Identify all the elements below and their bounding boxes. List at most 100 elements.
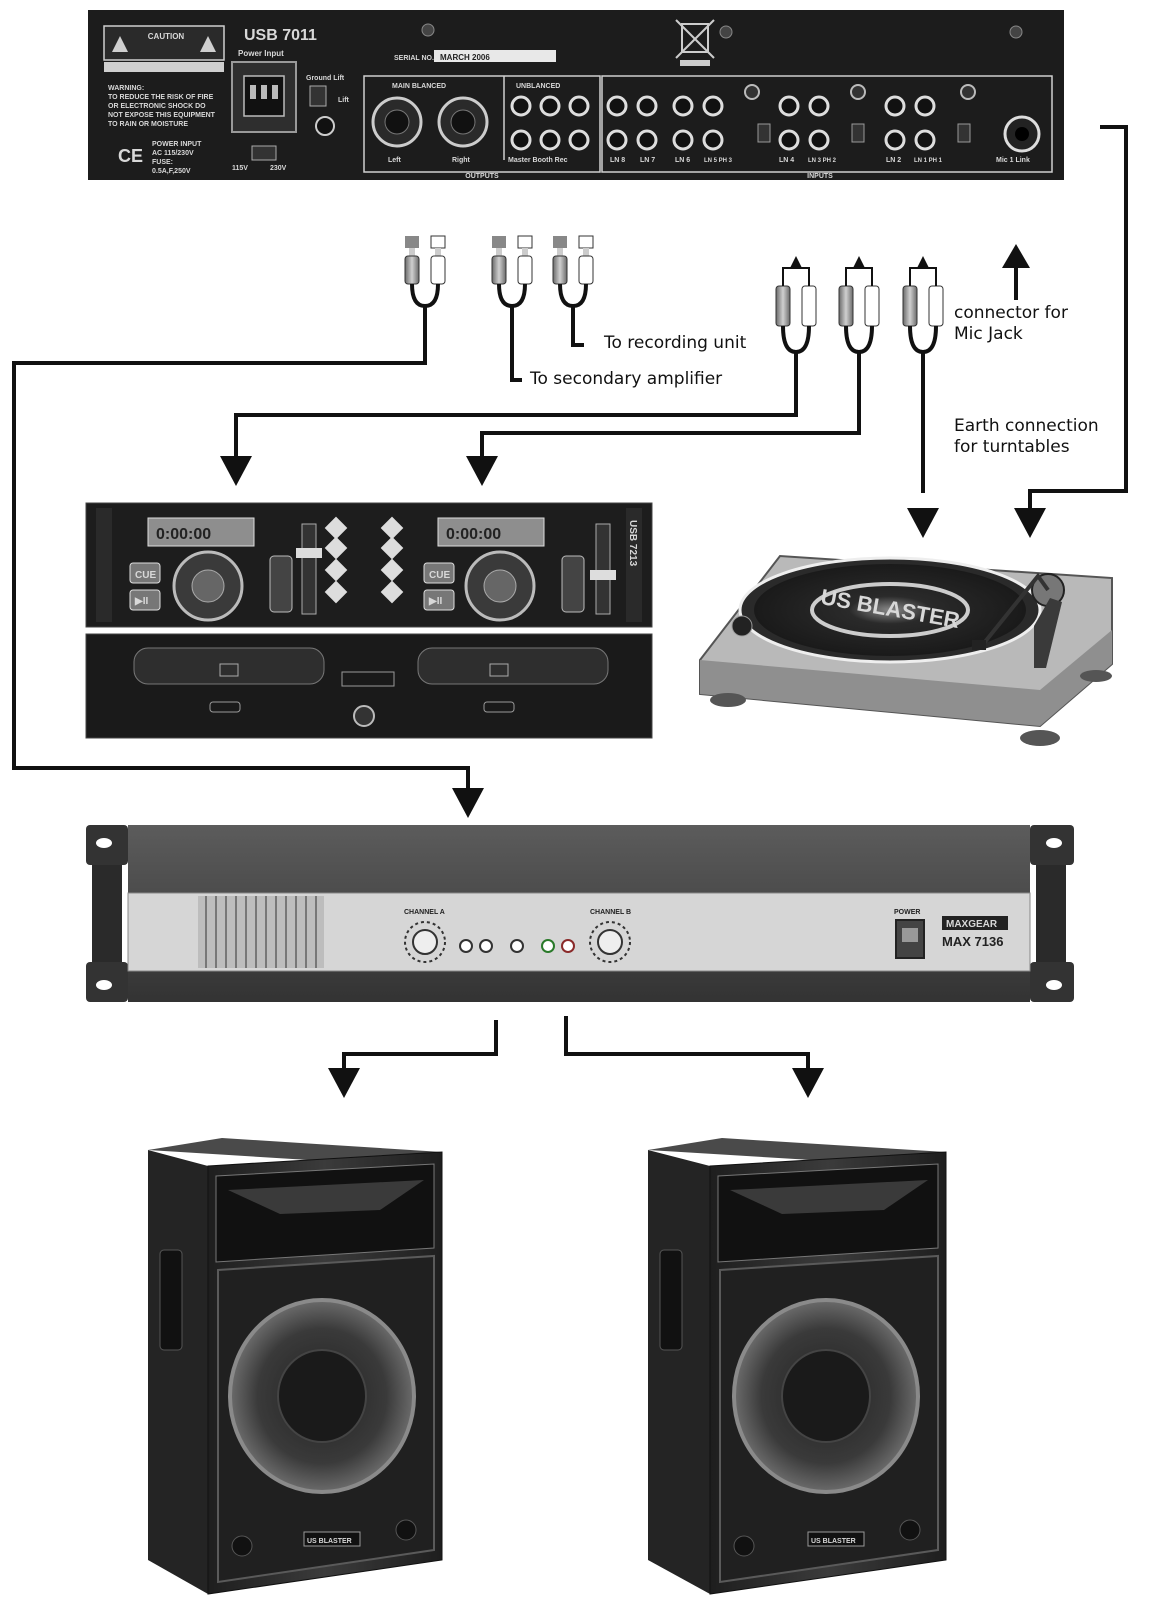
left-label: Left [388,157,402,164]
voltage-230: 230V [270,165,287,172]
input-label-ln7: LN 7 [640,157,655,164]
line-to-recording-unit [571,306,584,347]
speaker-right: US BLASTER [648,1138,947,1595]
inputs-frame [601,75,1053,173]
mic-jack-arrow-head [1002,244,1030,268]
cue-button-left [129,562,161,584]
phono-ground-screw [960,84,976,100]
rack-ear-left [96,508,112,622]
power-label: POWER [894,909,920,916]
input-label-ln6: LN 6 [675,157,690,164]
pitch-fader-left [301,523,317,615]
line-earth [1028,125,1128,510]
rca-cable-to-recording-unit [552,235,594,309]
line-amp-to-left-speaker [342,1020,498,1070]
label-mic-jack-line-2: Mic Jack [954,324,1023,344]
rca-cable-to-secondary-amplifier [491,235,533,309]
arrowhead-left-speaker [328,1068,360,1098]
bass-port [733,1535,755,1557]
clip-led-b [561,939,575,953]
warning-line-4: NOT EXPOSE THIS EQUIPMENT [108,112,216,119]
arrowhead-cd-b [466,456,498,486]
xlr-right-core [450,109,476,135]
gain-scale-a [404,921,446,963]
voltage-115: 115V [232,165,248,172]
woofer-cone [781,1349,871,1443]
speaker-handle [159,1249,183,1351]
channel-a-label: CHANNEL A [404,909,445,916]
gain-knob-a [412,929,438,955]
label-to-secondary-amplifier: To secondary amplifier [530,369,723,389]
warning-line-1: WARNING: [108,85,144,92]
power-amplifier: CHANNEL A CHANNEL B POWER MAXGEAR MAX 71… [86,825,1074,1002]
arrowheads [220,456,1046,1098]
hotcue-buttons-left [324,516,348,604]
amp-model: MAX 7136 [942,934,1003,949]
amp-handle-right [1036,838,1066,990]
screw [719,25,733,39]
headphone-jack [353,705,375,727]
bass-port [899,1519,921,1541]
label-earth-line-2: for turntables [954,437,1070,457]
speaker-left-brand: US BLASTER [307,1538,352,1545]
label-earth-line-1: Earth connection [954,416,1099,436]
bass-port [395,1519,417,1541]
warning-line-5: TO RAIN OR MOISTURE [108,121,188,128]
master-booth-rec-label: Master Booth Rec [508,157,568,164]
play-button-right [423,589,455,611]
cue-label-left: CUE [135,570,156,581]
bass-port [231,1535,253,1557]
jog-wheel-right-hub [483,569,517,603]
clip-led-a [459,939,473,953]
platter [754,564,1026,656]
screw [421,23,435,37]
pitch-fader-right [595,523,611,615]
cd-logo-icon [489,663,509,677]
outputs-frame [363,75,601,173]
cue-button-right [423,562,455,584]
rack-hole [96,980,112,990]
mic-link-core [1015,127,1029,141]
input-label-ln1: LN 1 PH 1 [914,158,943,164]
rack-hole [1046,838,1062,848]
rca-cable-from-turntable [902,256,944,355]
jog-wheel-left-hub [191,569,225,603]
screw [1009,25,1023,39]
arrowhead-right-speaker [792,1068,824,1098]
eject-button-left [209,701,241,713]
outputs-label: OUTPUTS [465,173,499,180]
warning-triangle-icon [112,36,128,52]
power-led [510,939,524,953]
lift-label: Lift [338,97,350,104]
right-label: Right [452,157,471,164]
unbalanced-label: UNBLANCED [516,83,560,90]
tonearm [978,572,1050,650]
brand-plate [942,916,1008,930]
mixer-rear-panel: CAUTION WARNING: TO REDUCE THE RISK OF F… [88,10,1064,180]
hotcue-buttons-right [380,516,404,604]
arrowhead-earth [1014,508,1046,538]
channel-b-label: CHANNEL B [590,909,631,916]
speaker-left: US BLASTER [148,1138,443,1595]
rack-ear-right [626,508,642,622]
line-phono-switch [757,123,771,143]
warning-triangle-icon [200,36,216,52]
serial-value: MARCH 2006 [440,53,490,62]
input-label-ln5: LN 5 PH 3 [704,158,733,164]
amp-handle-left [92,838,122,990]
power-spec-1: POWER INPUT [152,141,202,148]
caution-label [103,25,225,61]
caution-text: CAUTION [148,32,185,41]
woofer-cone [277,1349,367,1443]
line-cd-b [480,352,861,458]
connection-lines [12,125,1128,1070]
arrowhead-turntable-audio [907,508,939,538]
serial-plate [434,50,556,62]
dual-cd-player: 0:00:00 CUE ▶II 0:00:00 CUE ▶II [85,502,653,739]
line-cd-a [234,352,798,458]
ce-mark: CE [118,146,143,166]
speaker-handle [659,1249,683,1351]
play-button-left [129,589,161,611]
amp-brand: MAXGEAR [946,919,998,930]
rca-cable-from-cd-player-a [775,256,817,355]
